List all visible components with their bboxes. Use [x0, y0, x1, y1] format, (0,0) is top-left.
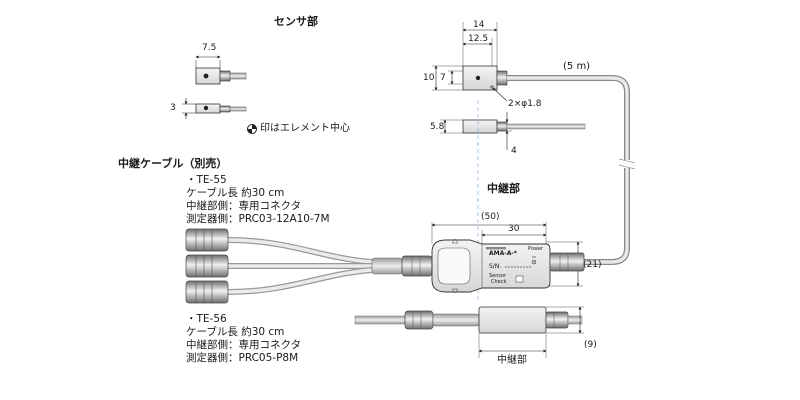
te56-name: ・TE-56 [186, 313, 227, 325]
relay-cable-title: 中継ケーブル（別売） [118, 157, 228, 170]
dim-sensor-width: 7.5 [202, 43, 217, 53]
element-center-legend-text: 印はエレメント中心 [260, 123, 350, 134]
relay-unit-bottom-label: 中継部 [497, 355, 527, 366]
te55-relay-side: 中継部側：専用コネクタ [186, 200, 302, 212]
relay-model-label: AMA-A-* [489, 250, 518, 257]
round-connector-3 [185, 280, 229, 304]
dim-sensor-thickness: 3 [170, 103, 176, 113]
dim-7: 7 [440, 73, 446, 83]
element-center-legend-icon [247, 124, 257, 134]
dim-50: (50) [481, 212, 500, 222]
relay-unit [431, 222, 585, 294]
dim-30: 30 [508, 224, 520, 234]
dim-10: 10 [423, 73, 435, 83]
te56-spec: ・TE-56 ケーブル長 約30 cm 中継部側：専用コネクタ 測定器側：PRC… [186, 313, 301, 365]
round-connector-1 [185, 228, 229, 252]
te56-meter-side: 測定器側：PRC05-P8M [186, 352, 299, 364]
sensor-check-label-1: Sensor [489, 273, 507, 279]
dim-14: 14 [473, 20, 485, 30]
round-connector-2 [185, 254, 229, 278]
te56-length: ケーブル長 約30 cm [186, 326, 285, 338]
dim-4: 4 [511, 146, 517, 156]
sensor-right-views [432, 22, 636, 300]
sensor-check-label-2: Check [491, 279, 507, 285]
te56-cable-assembly [354, 306, 584, 358]
dim-hole: 2×φ1.8 [508, 99, 542, 109]
dim-12-5: 12.5 [468, 34, 489, 44]
element-center-mark [203, 73, 209, 79]
sensor-top-view [195, 55, 247, 85]
sensor-side-view [182, 98, 247, 119]
power-led [531, 259, 537, 265]
serial-label: S/N. [489, 263, 502, 270]
dim-9: (9) [584, 340, 597, 350]
te55-meter-side: 測定器側：PRC03-12A10-7M [186, 213, 330, 225]
cable-length-5m: (5 m) [563, 61, 591, 72]
sensor-section-title: センサ部 [274, 15, 318, 28]
element-center-mark-side [203, 105, 209, 111]
relay-unit-title: 中継部 [487, 182, 520, 195]
te55-length: ケーブル長 約30 cm [186, 187, 285, 199]
te55-cable-assembly [185, 228, 433, 304]
te55-spec: ・TE-55 ケーブル長 約30 cm 中継部側：専用コネクタ 測定器側：PRC… [186, 174, 330, 226]
dim-5-8: 5.8 [430, 122, 445, 132]
te55-name: ・TE-55 [186, 174, 227, 186]
te56-relay-side: 中継部側：専用コネクタ [186, 339, 302, 351]
sensor-check-window [515, 275, 524, 283]
power-label: Power [528, 246, 544, 252]
dim-21: (21) [583, 260, 602, 270]
